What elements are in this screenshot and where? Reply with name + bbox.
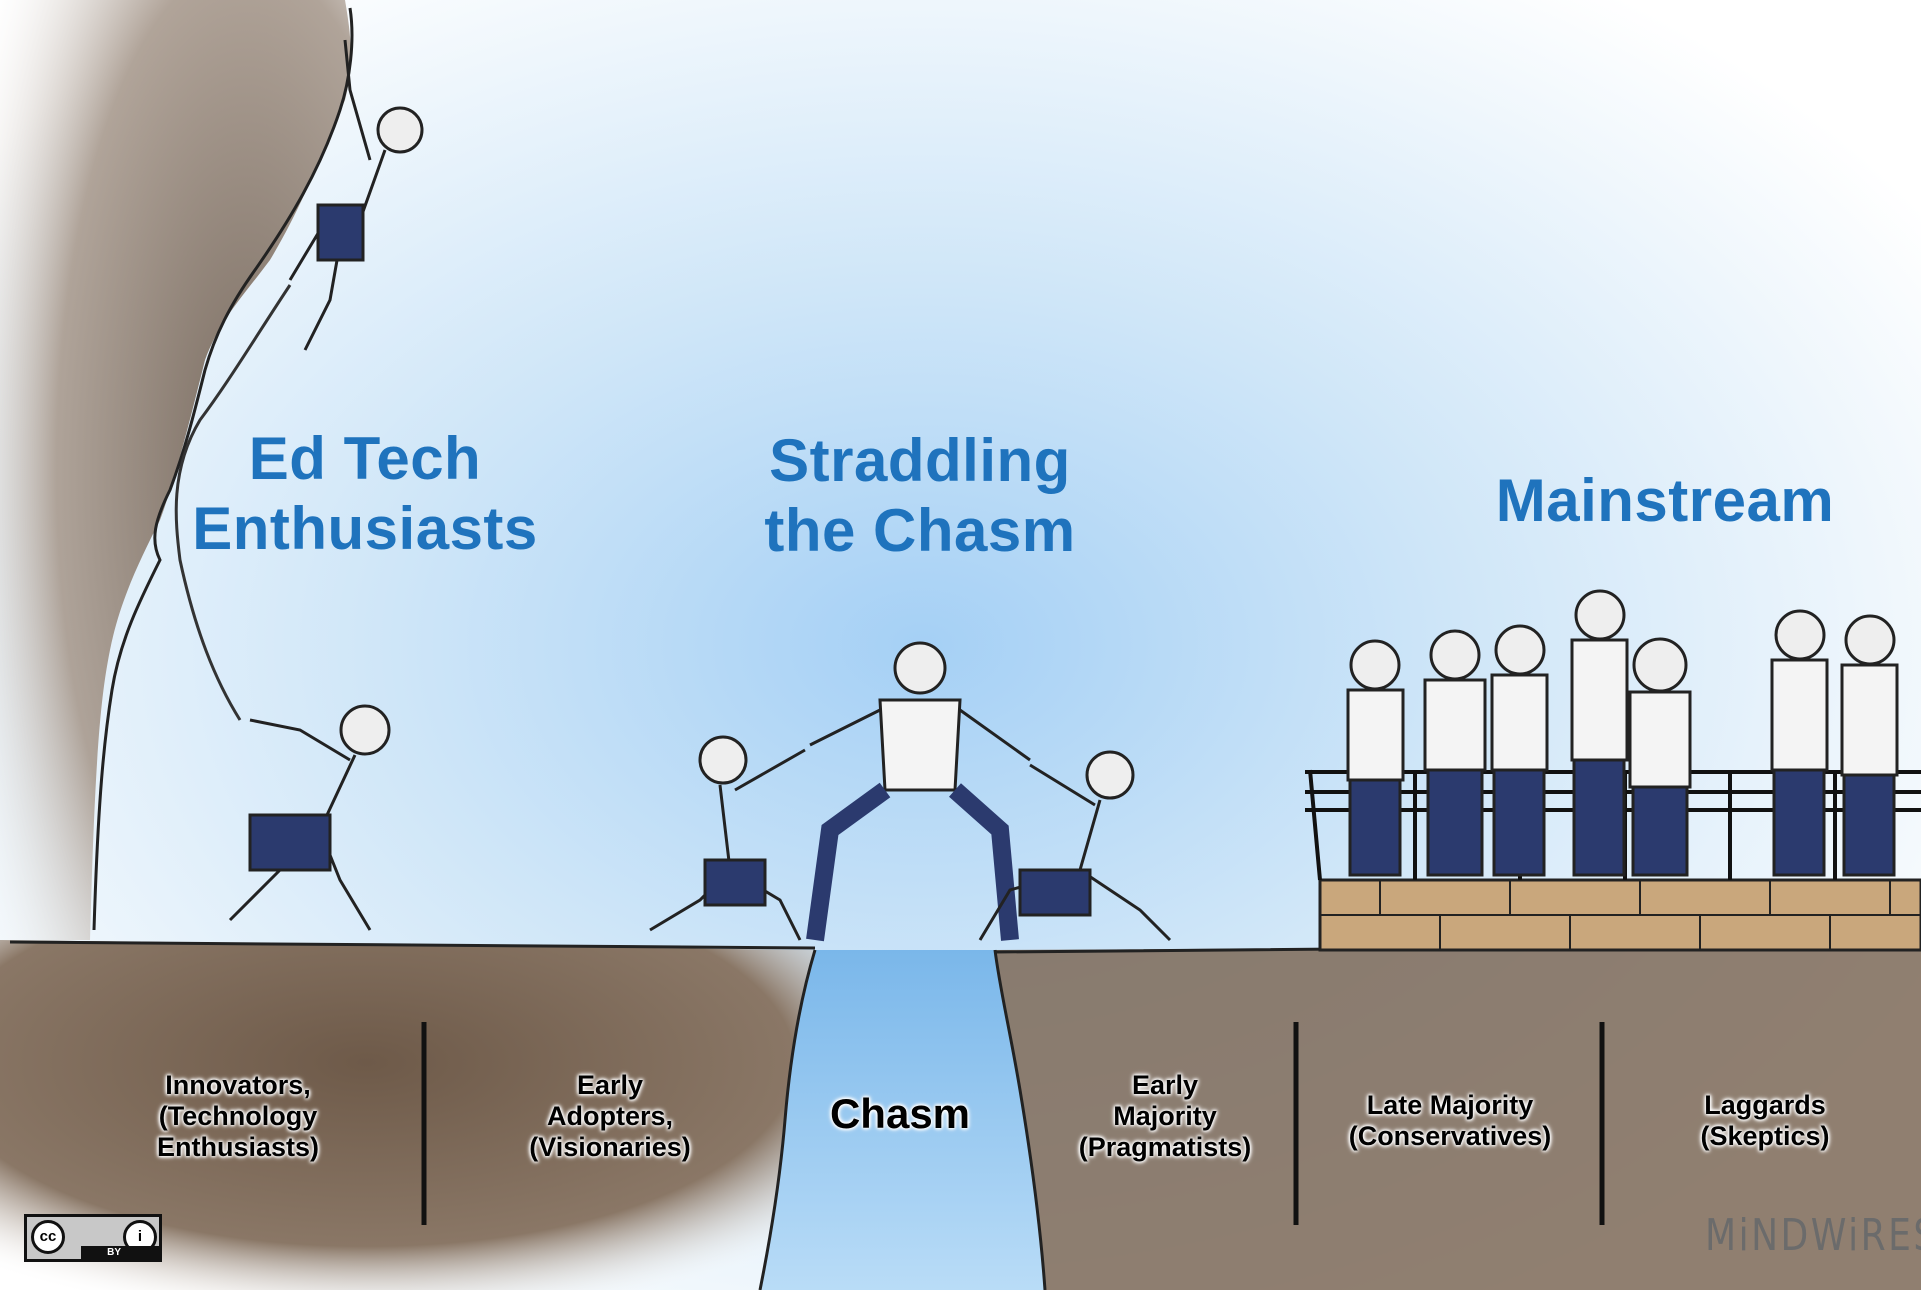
brick-platform xyxy=(1318,878,1921,952)
crowd-person-3 xyxy=(1490,624,1549,877)
cc-by-label: BY xyxy=(107,1247,121,1258)
creative-commons-badge: cc i BY xyxy=(24,1214,162,1262)
title-straddling-the-chasm: Straddling the Chasm xyxy=(764,427,1076,564)
crowd-person-2 xyxy=(1423,629,1487,877)
cc-badge-bar xyxy=(81,1246,159,1259)
title-mainstream: Mainstream xyxy=(1495,467,1835,534)
mindwires-logo: MiNDWiRES xyxy=(1705,1210,1921,1261)
chasm-edge-left xyxy=(758,949,817,1290)
segment-innovators: Innovators, (Technology Enthusiasts) xyxy=(156,1070,320,1162)
cliff-edge xyxy=(92,7,354,931)
segment-early-majority: Early Majority (Pragmatists) xyxy=(1078,1070,1252,1162)
crowd-person-4 xyxy=(1570,589,1629,877)
title-ed-tech-enthusiasts: Ed Tech Enthusiasts xyxy=(192,425,538,562)
ground-left xyxy=(0,940,815,1290)
climbing-rope xyxy=(174,284,292,721)
straddling-figures xyxy=(649,641,1172,942)
crowd-person-5 xyxy=(1628,637,1692,877)
chasm-edge-right xyxy=(993,949,1047,1290)
segment-early-adopters: Early Adopters, (Visionaries) xyxy=(529,1070,691,1162)
cliff-rock xyxy=(0,0,351,940)
crowd-person-7 xyxy=(1840,614,1899,877)
mainstream-crowd xyxy=(1346,589,1899,877)
crowd-person-1 xyxy=(1346,639,1405,877)
belayer-figure xyxy=(228,704,391,931)
crowd-person-6 xyxy=(1770,609,1829,877)
segment-late-majority: Late Majority (Conservatives) xyxy=(1348,1090,1552,1151)
segment-chasm: Chasm xyxy=(829,1090,971,1137)
cc-icon: cc xyxy=(31,1220,65,1254)
climber-figure xyxy=(288,39,424,351)
ground-right xyxy=(995,945,1921,1290)
chasm-gap xyxy=(760,950,1045,1290)
segment-laggards: Laggards (Skeptics) xyxy=(1700,1090,1830,1151)
